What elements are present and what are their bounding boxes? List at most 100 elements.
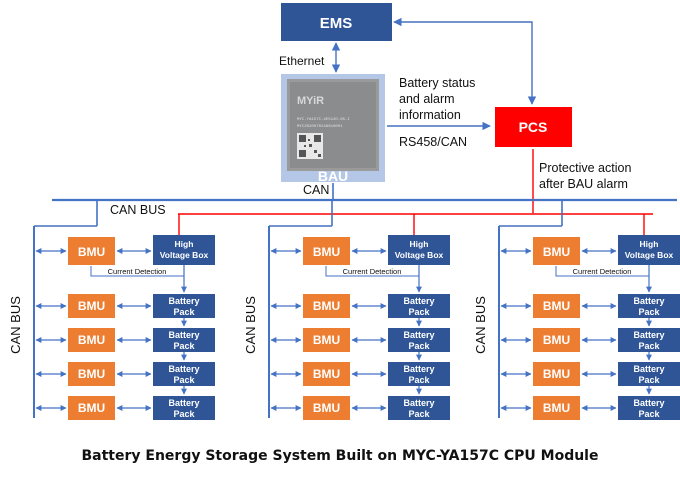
top-bmu-box: [68, 237, 115, 265]
battery-status-label-3: information: [399, 108, 461, 122]
bmu-box: [68, 328, 115, 352]
current-detection-label: Current Detection: [573, 267, 632, 276]
hv-box: [618, 235, 680, 265]
bmu-box: [68, 294, 115, 318]
battery-pack-label-1: Battery: [168, 398, 199, 408]
battery-pack-label-1: Battery: [633, 398, 664, 408]
bmu-label: BMU: [313, 299, 340, 313]
bmu-box: [533, 362, 580, 386]
pcs-label: PCS: [519, 119, 548, 135]
battery-pack-label-1: Battery: [403, 364, 434, 374]
main-can-bus-label: CAN BUS: [110, 203, 166, 217]
current-detection-label: Current Detection: [343, 267, 402, 276]
bmu-box: [68, 362, 115, 386]
bmu-label: BMU: [78, 401, 105, 415]
battery-pack-label-1: Battery: [168, 296, 199, 306]
bmu-box: [303, 396, 350, 420]
cluster-can-bus-label: CAN BUS: [473, 296, 488, 354]
top-bmu-label: BMU: [313, 245, 340, 259]
ems-label: EMS: [320, 15, 353, 32]
hv-box-label-1: High: [175, 239, 194, 249]
bmu-label: BMU: [313, 333, 340, 347]
battery-pack-label-1: Battery: [403, 330, 434, 340]
battery-pack-label-1: Battery: [168, 330, 199, 340]
bmu-box: [533, 294, 580, 318]
bmu-box: [303, 362, 350, 386]
bmu-label: BMU: [543, 401, 570, 415]
battery-pack-label-2: Pack: [638, 307, 660, 317]
battery-pack-box: [153, 294, 215, 318]
bmu-label: BMU: [78, 367, 105, 381]
bau-label: BAU: [318, 168, 348, 184]
battery-pack-label-2: Pack: [173, 375, 195, 385]
cluster-can-bus-label: CAN BUS: [8, 296, 23, 354]
bmu-label: BMU: [313, 401, 340, 415]
hv-box-label-1: High: [640, 239, 659, 249]
ems-pcs-link: [393, 17, 537, 105]
hv-box-label-2: Voltage Box: [625, 250, 674, 260]
battery-pack-box: [388, 396, 450, 420]
bmu-label: BMU: [543, 299, 570, 313]
hv-box-label-2: Voltage Box: [395, 250, 444, 260]
hv-box: [153, 235, 215, 265]
battery-pack-box: [388, 328, 450, 352]
bau-qr-code: [297, 133, 323, 159]
can-label: CAN: [303, 183, 329, 197]
battery-pack-box: [153, 396, 215, 420]
battery-pack-label-2: Pack: [638, 341, 660, 351]
battery-pack-label-2: Pack: [173, 307, 195, 317]
hv-box: [388, 235, 450, 265]
ems-box: [281, 3, 392, 41]
battery-pack-label-2: Pack: [173, 341, 195, 351]
bau-chip-brand: MYiR: [297, 95, 324, 107]
battery-pack-label-2: Pack: [408, 409, 430, 419]
rs458-can-label: RS458/CAN: [399, 135, 467, 149]
bmu-label: BMU: [543, 367, 570, 381]
top-bmu-box: [533, 237, 580, 265]
bmu-box: [533, 328, 580, 352]
battery-pack-box: [618, 396, 680, 420]
battery-pack-label-2: Pack: [638, 375, 660, 385]
bmu-box: [303, 294, 350, 318]
protective-action-label-1: Protective action: [539, 161, 631, 175]
top-bmu-label: BMU: [78, 245, 105, 259]
battery-pack-label-1: Battery: [633, 330, 664, 340]
top-bmu-label: BMU: [543, 245, 570, 259]
bmu-label: BMU: [78, 333, 105, 347]
protective-action-label-2: after BAU alarm: [539, 177, 628, 191]
top-bmu-box: [303, 237, 350, 265]
battery-pack-label-1: Battery: [403, 398, 434, 408]
bau-chip-line-2: MYC2020070248810001: [297, 125, 343, 129]
ethernet-label: Ethernet: [279, 54, 325, 68]
bmu-label: BMU: [313, 367, 340, 381]
battery-pack-label-2: Pack: [408, 307, 430, 317]
battery-pack-box: [388, 294, 450, 318]
battery-pack-label-2: Pack: [408, 375, 430, 385]
battery-pack-label-2: Pack: [173, 409, 195, 419]
battery-pack-box: [153, 328, 215, 352]
bmu-box: [303, 328, 350, 352]
battery-pack-box: [153, 362, 215, 386]
battery-status-label-2: and alarm: [399, 92, 455, 106]
battery-status-label-1: Battery status: [399, 76, 475, 90]
battery-pack-label-1: Battery: [403, 296, 434, 306]
battery-pack-box: [388, 362, 450, 386]
cluster-can-bus-label: CAN BUS: [243, 296, 258, 354]
battery-pack-label-2: Pack: [408, 341, 430, 351]
battery-pack-box: [618, 362, 680, 386]
bmu-label: BMU: [78, 299, 105, 313]
hv-box-label-1: High: [410, 239, 429, 249]
battery-pack-box: [618, 294, 680, 318]
battery-pack-box: [618, 328, 680, 352]
battery-pack-label-1: Battery: [633, 364, 664, 374]
diagram-caption: Battery Energy Storage System Built on M…: [81, 448, 599, 464]
bmu-box: [533, 396, 580, 420]
bmu-box: [68, 396, 115, 420]
bau-chip-line-1: MYC-YA157C-4E512D-65-I: [297, 118, 350, 122]
pcs-box: [495, 107, 572, 147]
